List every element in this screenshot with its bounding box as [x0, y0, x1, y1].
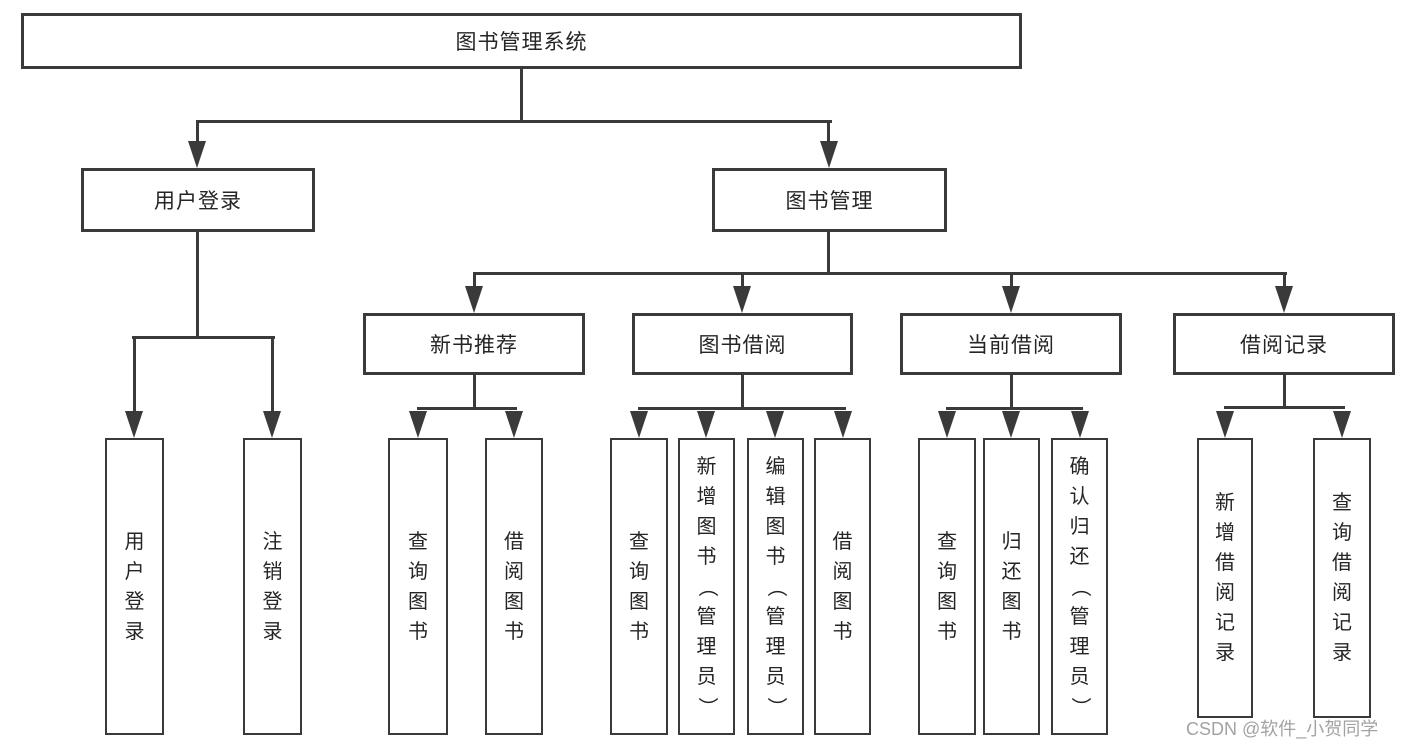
connector-line — [520, 69, 523, 120]
node-label: 注销登录 — [262, 530, 283, 643]
arrowhead-down-icon — [938, 411, 956, 438]
node-label: 图书借阅 — [698, 334, 787, 357]
connector-line — [132, 336, 275, 339]
arrowhead-down-icon — [697, 411, 715, 438]
csdn-watermark: CSDN @软件_小贺同学 — [1186, 719, 1379, 739]
node-current-borrowing: 当前借阅 — [900, 313, 1122, 375]
arrowhead-down-icon — [1333, 411, 1351, 438]
connector-line — [196, 120, 199, 142]
connector-line — [196, 120, 832, 123]
node-user-login: 用户登录 — [81, 168, 315, 232]
leaf-borrow-books: 借阅图书 — [814, 438, 871, 735]
node-label: 新增图书（管理员） — [695, 455, 718, 717]
node-label: 用户登录 — [154, 190, 242, 213]
arrowhead-down-icon — [409, 411, 427, 438]
connector-line — [133, 336, 136, 412]
connector-line — [741, 375, 744, 407]
node-label: 当前借阅 — [967, 334, 1055, 357]
connector-line — [827, 120, 830, 142]
node-root-library-system: 图书管理系统 — [21, 13, 1022, 69]
leaf-logout: 注销登录 — [243, 438, 302, 735]
arrowhead-down-icon — [188, 141, 206, 168]
node-label: 确认归还（管理员） — [1068, 455, 1091, 717]
connector-line — [271, 336, 274, 412]
node-label: 借阅记录 — [1240, 334, 1328, 357]
node-label: 借阅图书 — [504, 530, 524, 643]
connector-line — [473, 375, 476, 407]
arrowhead-down-icon — [1002, 286, 1020, 313]
node-label: 查询图书 — [937, 530, 957, 643]
arrowhead-down-icon — [766, 411, 784, 438]
arrowhead-down-icon — [733, 286, 751, 313]
connector-line — [1283, 375, 1286, 406]
node-label: 新增借阅记录 — [1215, 492, 1235, 664]
leaf-query-books-current: 查询图书 — [918, 438, 976, 735]
leaf-add-books-admin: 新增图书（管理员） — [678, 438, 735, 735]
connector-line — [638, 407, 846, 410]
leaf-borrow-books-recommend: 借阅图书 — [485, 438, 543, 735]
node-label: 查询图书 — [629, 530, 649, 643]
node-label: 查询图书 — [408, 530, 428, 643]
arrowhead-down-icon — [834, 411, 852, 438]
leaf-add-borrow-record: 新增借阅记录 — [1197, 438, 1253, 718]
node-book-management: 图书管理 — [712, 168, 947, 232]
arrowhead-down-icon — [1216, 411, 1234, 438]
connector-line — [1283, 272, 1286, 287]
arrowhead-down-icon — [465, 286, 483, 313]
connector-line — [196, 232, 199, 336]
leaf-edit-books-admin: 编辑图书（管理员） — [747, 438, 804, 735]
connector-line — [1224, 406, 1345, 409]
leaf-user-login: 用户登录 — [105, 438, 164, 735]
node-label: 借阅图书 — [832, 530, 853, 643]
connector-line — [473, 272, 476, 287]
node-book-borrowing: 图书借阅 — [632, 313, 853, 375]
leaf-query-borrow-record: 查询借阅记录 — [1313, 438, 1371, 718]
node-new-book-recommend: 新书推荐 — [363, 313, 585, 375]
node-label: 归还图书 — [1001, 530, 1022, 643]
node-borrowing-records: 借阅记录 — [1173, 313, 1395, 375]
connector-line — [946, 407, 1083, 410]
arrowhead-down-icon — [1275, 286, 1293, 313]
node-label: 查询借阅记录 — [1332, 492, 1352, 664]
arrowhead-down-icon — [630, 411, 648, 438]
arrowhead-down-icon — [820, 141, 838, 168]
leaf-query-books-borrow: 查询图书 — [610, 438, 668, 735]
leaf-return-books: 归还图书 — [983, 438, 1040, 735]
arrowhead-down-icon — [1071, 411, 1089, 438]
connector-line — [741, 272, 744, 287]
connector-line — [417, 407, 517, 410]
arrowhead-down-icon — [125, 411, 143, 438]
connector-line — [473, 272, 1287, 275]
node-label: 图书管理系统 — [455, 31, 588, 54]
leaf-query-books-recommend: 查询图书 — [388, 438, 448, 735]
connector-line — [827, 232, 830, 272]
node-label: 编辑图书（管理员） — [764, 455, 787, 717]
connector-line — [1010, 272, 1013, 287]
arrowhead-down-icon — [1002, 411, 1020, 438]
connector-line — [1010, 375, 1013, 407]
node-label: 用户登录 — [124, 530, 145, 643]
leaf-confirm-return-admin: 确认归还（管理员） — [1051, 438, 1108, 735]
arrowhead-down-icon — [263, 411, 281, 438]
node-label: 图书管理 — [785, 190, 874, 213]
arrowhead-down-icon — [505, 411, 523, 438]
node-label: 新书推荐 — [430, 334, 518, 357]
